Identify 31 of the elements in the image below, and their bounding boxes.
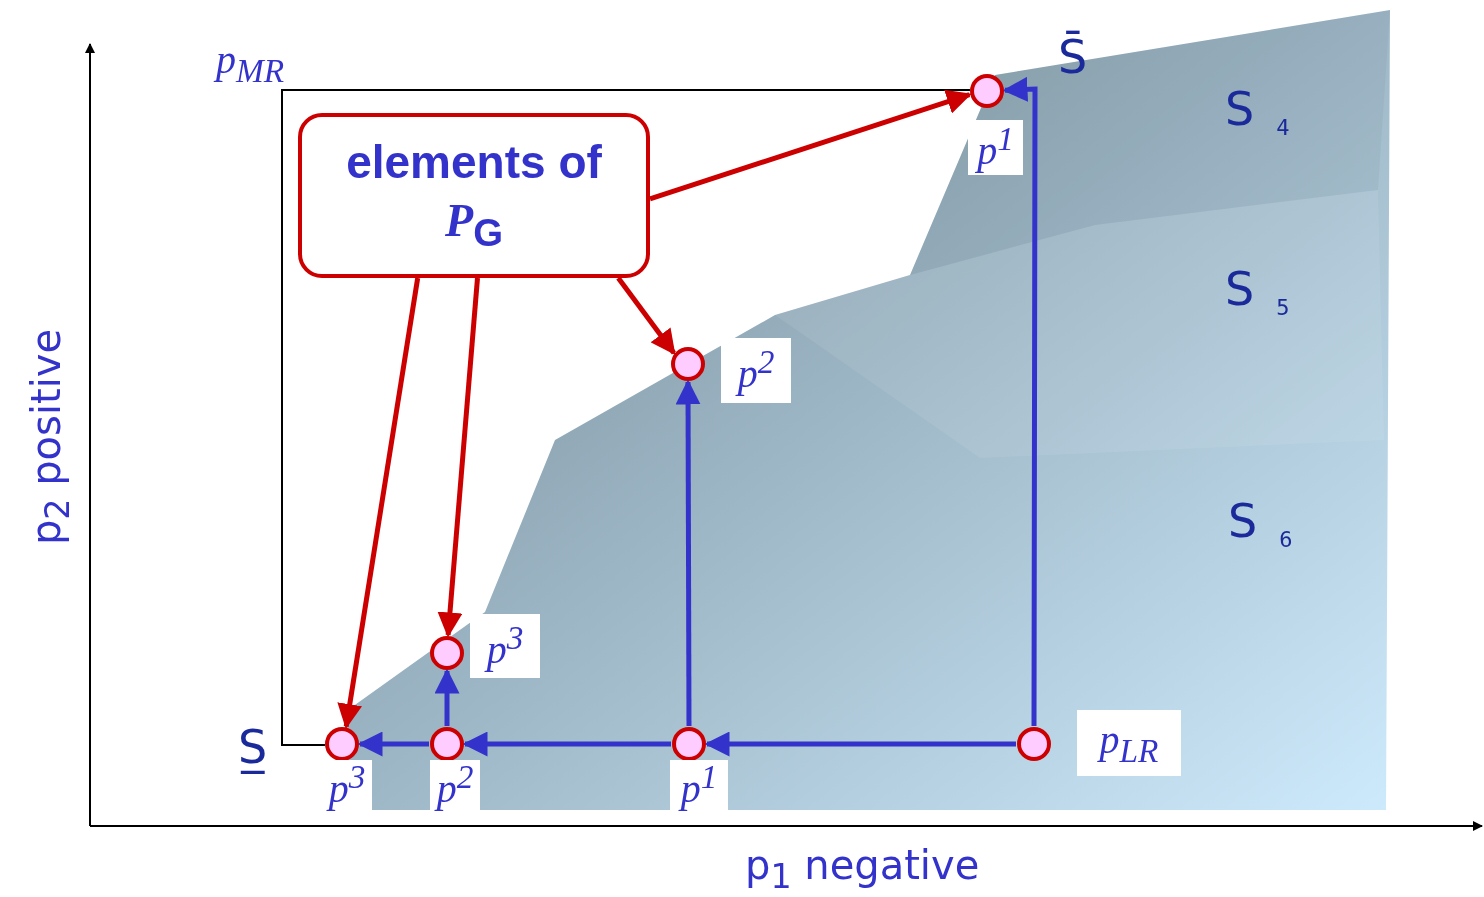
point-label: p$^{1}$ xyxy=(968,120,1023,175)
arrow xyxy=(675,379,701,726)
callout-box xyxy=(298,113,650,278)
arrow xyxy=(704,731,1016,757)
arrow xyxy=(437,277,480,638)
arrow xyxy=(357,731,429,757)
point-label: p$^{2}$ xyxy=(430,760,480,810)
region-label: S$_{5}$ xyxy=(1225,262,1290,321)
point-marker xyxy=(430,727,464,761)
point-label: p$_{LR}$ xyxy=(1077,710,1181,776)
region-label: S$_{4}$ xyxy=(1225,82,1290,141)
point-marker xyxy=(1017,727,1051,761)
arrow xyxy=(434,668,460,726)
arrow xyxy=(462,731,671,757)
point-label: p$^{3}$ xyxy=(470,614,540,678)
arrow xyxy=(616,276,676,355)
arrow xyxy=(337,277,421,729)
set-label: S̲ xyxy=(238,720,268,774)
set-label: S̄ xyxy=(1058,30,1088,84)
point-marker xyxy=(970,74,1004,108)
point-label: p$^{1}$ xyxy=(670,760,728,810)
point-marker xyxy=(672,727,706,761)
region-label: S$_{6}$ xyxy=(1228,494,1293,553)
arrow xyxy=(1002,76,1038,726)
point-label: p$^{2}$ xyxy=(721,338,791,403)
callout-text: elements of P$_{G}$ xyxy=(345,135,603,256)
point-marker xyxy=(671,347,705,381)
point-marker xyxy=(325,727,359,761)
point-marker xyxy=(430,636,464,670)
arrow xyxy=(649,89,972,202)
axis-title: p$_{1}$ negative xyxy=(745,842,980,896)
